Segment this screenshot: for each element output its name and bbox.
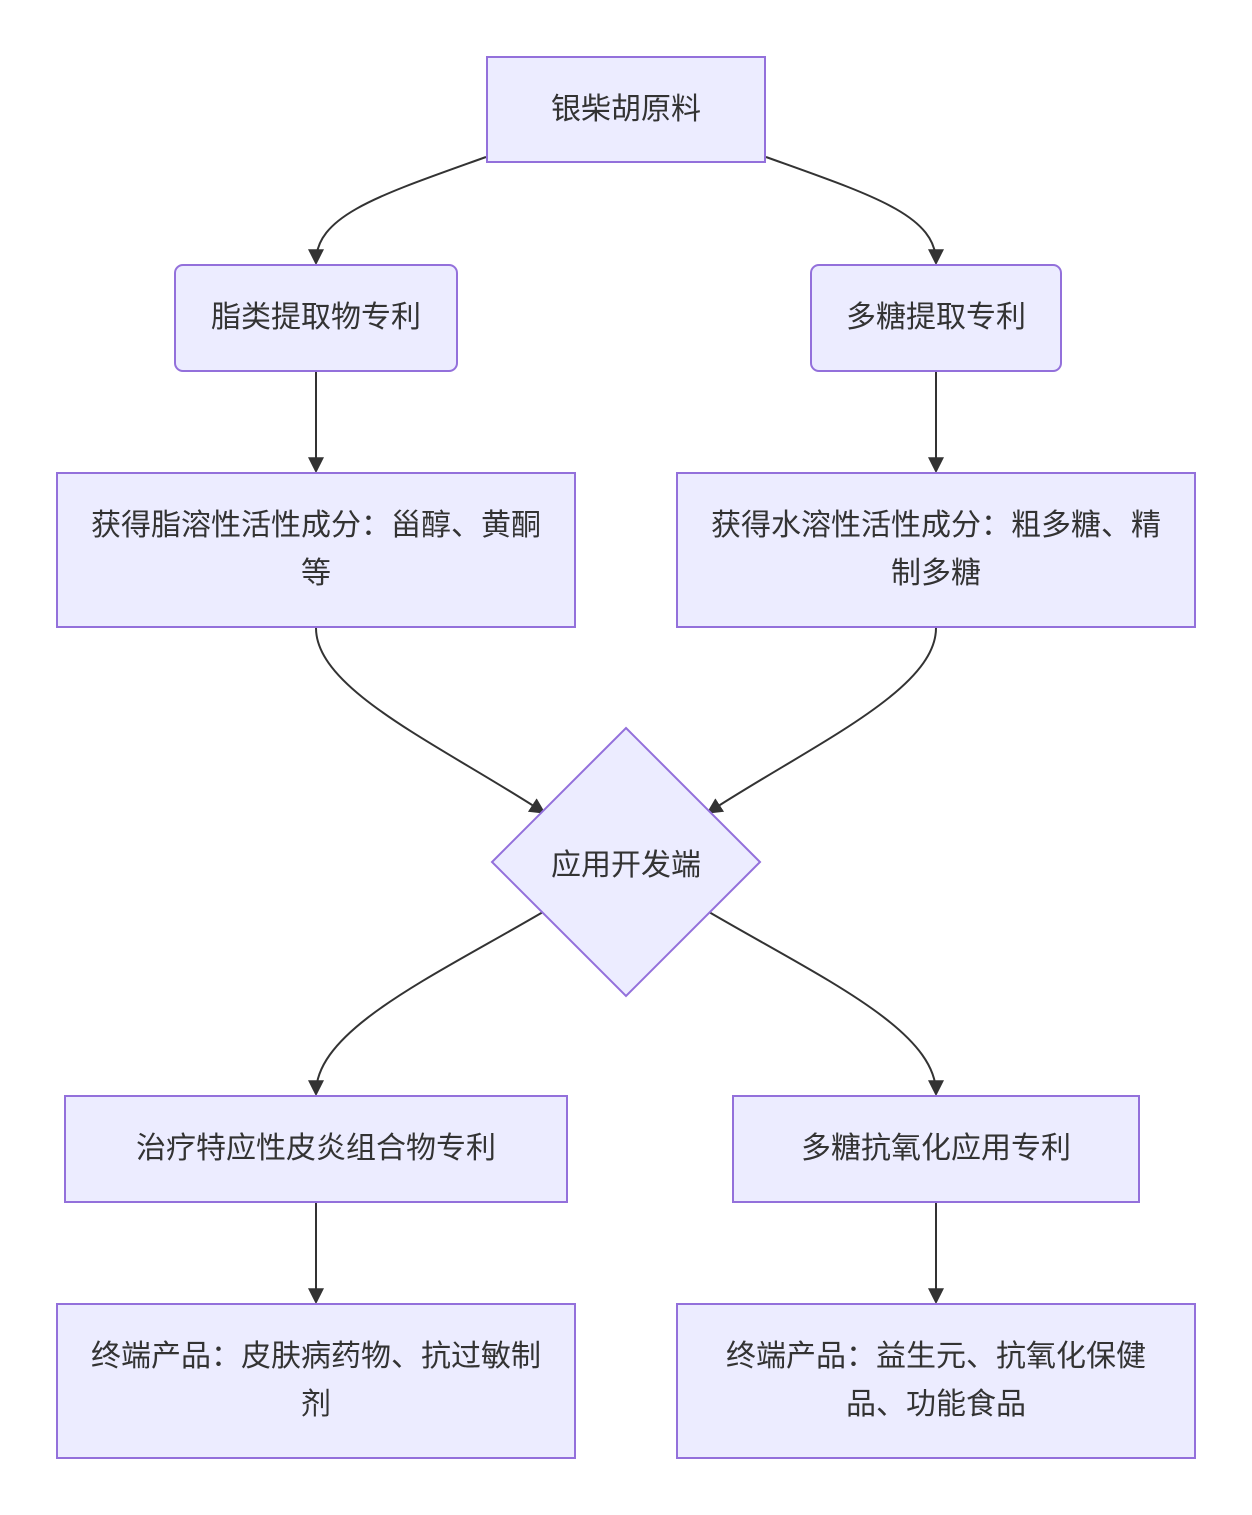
edge-lipid-components-to-decision xyxy=(315,627,546,814)
node-lipid-soluble-components: 获得脂溶性活性成分：甾醇、黄酮等 xyxy=(56,472,576,628)
node-water-soluble-components-label: 获得水溶性活性成分：粗多糖、精制多糖 xyxy=(711,508,1161,591)
node-raw-material-label: 银柴胡原料 xyxy=(551,91,701,127)
node-dermatology-end-products-label: 终端产品：皮肤病药物、抗过敏制剂 xyxy=(91,1339,541,1422)
edge-raw-to-lipid-patent xyxy=(308,156,487,266)
edge-decision-to-derm-patent xyxy=(308,911,544,1097)
node-application-development: 应用开发端 xyxy=(526,832,726,892)
decision-diamond xyxy=(490,726,762,998)
node-polysaccharide-extract-patent: 多糖提取专利 xyxy=(810,264,1062,372)
node-antioxidant-application-patent: 多糖抗氧化应用专利 xyxy=(732,1095,1140,1203)
node-raw-material: 银柴胡原料 xyxy=(486,56,766,163)
node-polysaccharide-extract-patent-label: 多糖提取专利 xyxy=(846,300,1026,335)
node-dermatitis-composition-patent: 治疗特应性皮炎组合物专利 xyxy=(64,1095,568,1203)
node-water-soluble-components: 获得水溶性活性成分：粗多糖、精制多糖 xyxy=(676,472,1196,628)
edge-raw-to-poly-patent xyxy=(765,156,944,266)
edge-water-components-to-decision xyxy=(706,627,937,814)
node-dermatology-end-products: 终端产品：皮肤病药物、抗过敏制剂 xyxy=(56,1303,576,1459)
node-application-development-label: 应用开发端 xyxy=(551,848,701,883)
node-lipid-soluble-components-label: 获得脂溶性活性成分：甾醇、黄酮等 xyxy=(91,508,541,591)
node-lipid-extract-patent: 脂类提取物专利 xyxy=(174,264,458,372)
edge-decision-to-antiox-patent xyxy=(708,911,944,1097)
node-antioxidant-end-products: 终端产品：益生元、抗氧化保健品、功能食品 xyxy=(676,1303,1196,1459)
node-lipid-extract-patent-label: 脂类提取物专利 xyxy=(211,300,421,335)
node-antioxidant-end-products-label: 终端产品：益生元、抗氧化保健品、功能食品 xyxy=(726,1339,1146,1422)
node-antioxidant-application-patent-label: 多糖抗氧化应用专利 xyxy=(801,1131,1071,1166)
node-dermatitis-composition-patent-label: 治疗特应性皮炎组合物专利 xyxy=(136,1131,496,1166)
